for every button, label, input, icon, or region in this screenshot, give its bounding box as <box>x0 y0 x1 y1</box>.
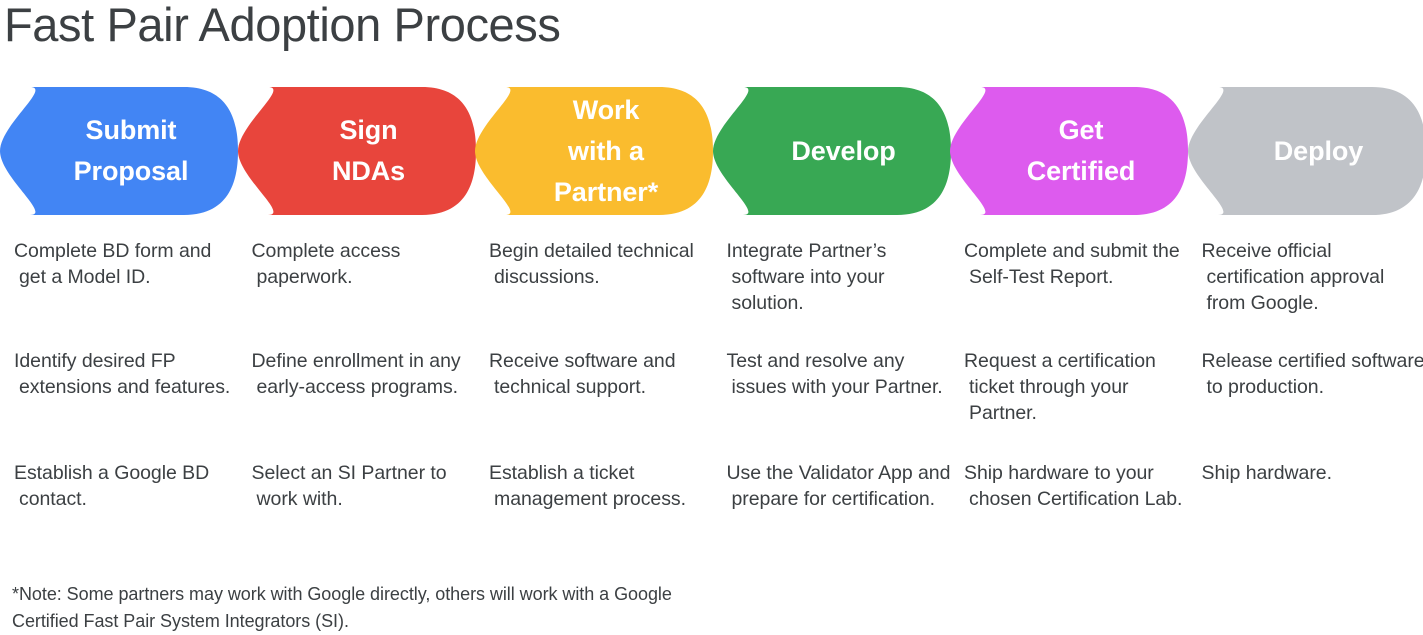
bullet-item: Complete access paperwork. <box>252 238 478 290</box>
bullet-item: Identify desired FP extensions and featu… <box>14 348 240 400</box>
process-step-label: Sign NDAs <box>238 87 476 215</box>
bullet-text: Request a certification ticket through y… <box>964 348 1190 426</box>
bullet-item: Begin detailed technical discussions. <box>489 238 715 290</box>
page-title: Fast Pair Adoption Process <box>4 0 561 54</box>
process-step-arrow[interactable]: Work with a Partner* <box>475 87 713 215</box>
bullet-item: Define enrollment in any early-access pr… <box>252 348 478 400</box>
footnote-note: *Note: Some partners may work with Googl… <box>12 581 712 635</box>
bullet-item: Integrate Partner’s software into your s… <box>727 238 953 316</box>
bullet-text: Ship hardware to your chosen Certificati… <box>964 460 1190 512</box>
bullet-item: Release certified software to production… <box>1202 348 1423 400</box>
bullet-item: Ship hardware to your chosen Certificati… <box>964 460 1190 512</box>
process-step-label: Submit Proposal <box>0 87 238 215</box>
bullet-text: Complete and submit the Self-Test Report… <box>964 238 1190 290</box>
process-step-arrow[interactable]: Deploy <box>1188 87 1423 215</box>
process-step-arrow[interactable]: Get Certified <box>950 87 1188 215</box>
bullet-item: Receive software and technical support. <box>489 348 715 400</box>
process-step-label: Work with a Partner* <box>475 87 713 215</box>
bullet-text: Define enrollment in any early-access pr… <box>252 348 478 400</box>
bullet-text: Identify desired FP extensions and featu… <box>14 348 240 400</box>
bullet-item: Establish a ticket management process. <box>489 460 715 512</box>
bullet-item: Test and resolve any issues with your Pa… <box>727 348 953 400</box>
bullet-text: Use the Validator App and prepare for ce… <box>727 460 953 512</box>
bullet-item: Use the Validator App and prepare for ce… <box>727 460 953 512</box>
bullet-item: Establish a Google BD contact. <box>14 460 240 512</box>
process-step-arrow[interactable]: Submit Proposal <box>0 87 238 215</box>
bullet-text: Test and resolve any issues with your Pa… <box>727 348 953 400</box>
bullet-text: Establish a Google BD contact. <box>14 460 240 512</box>
bullet-text: Receive software and technical support. <box>489 348 715 400</box>
bullet-item: Complete and submit the Self-Test Report… <box>964 238 1190 290</box>
process-step-label: Deploy <box>1188 87 1423 215</box>
process-step-columns: Complete BD form and get a Model ID. Iden… <box>0 238 1423 568</box>
process-step-arrow[interactable]: Sign NDAs <box>238 87 476 215</box>
process-step-label: Develop <box>713 87 951 215</box>
bullet-text: Ship hardware. <box>1202 460 1423 486</box>
bullet-text: Receive official certification approval … <box>1202 238 1423 316</box>
process-step-label: Get Certified <box>950 87 1188 215</box>
bullet-item: Select an SI Partner to work with. <box>252 460 478 512</box>
bullet-text: Begin detailed technical discussions. <box>489 238 715 290</box>
bullet-text: Establish a ticket management process. <box>489 460 715 512</box>
bullet-text: Integrate Partner’s software into your s… <box>727 238 953 316</box>
bullet-item: Receive official certification approval … <box>1202 238 1423 316</box>
bullet-text: Release certified software to production… <box>1202 348 1423 400</box>
bullet-text: Select an SI Partner to work with. <box>252 460 478 512</box>
bullet-text: Complete BD form and get a Model ID. <box>14 238 240 290</box>
process-step-arrow[interactable]: Develop <box>713 87 951 215</box>
bullet-item: Ship hardware. <box>1202 460 1423 486</box>
bullet-text: Complete access paperwork. <box>252 238 478 290</box>
bullet-item: Complete BD form and get a Model ID. <box>14 238 240 290</box>
bullet-item: Request a certification ticket through y… <box>964 348 1190 426</box>
